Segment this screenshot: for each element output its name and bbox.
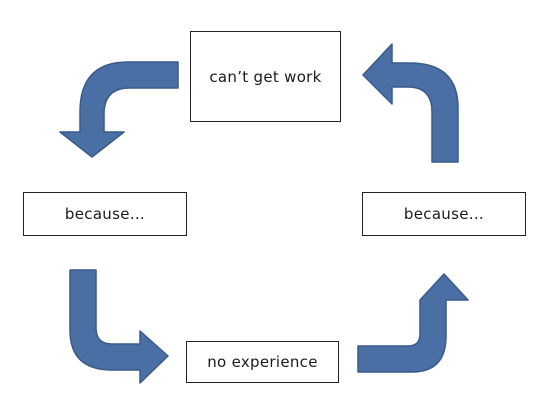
- node-right-label: because…: [403, 205, 485, 223]
- node-because-left: because…: [23, 192, 187, 236]
- node-no-experience: no experience: [186, 341, 339, 383]
- node-left-label: because…: [64, 205, 146, 223]
- arrow-left-to-bottom: [69, 269, 169, 384]
- arrow-bottom-to-right: [357, 273, 469, 373]
- node-because-right: because…: [362, 192, 526, 236]
- node-cant-get-work: can’t get work: [190, 31, 341, 122]
- arrow-right-to-top: [362, 43, 459, 163]
- node-bottom-label: no experience: [207, 353, 318, 371]
- node-top-label: can’t get work: [209, 67, 322, 86]
- arrow-top-to-left: [59, 61, 179, 158]
